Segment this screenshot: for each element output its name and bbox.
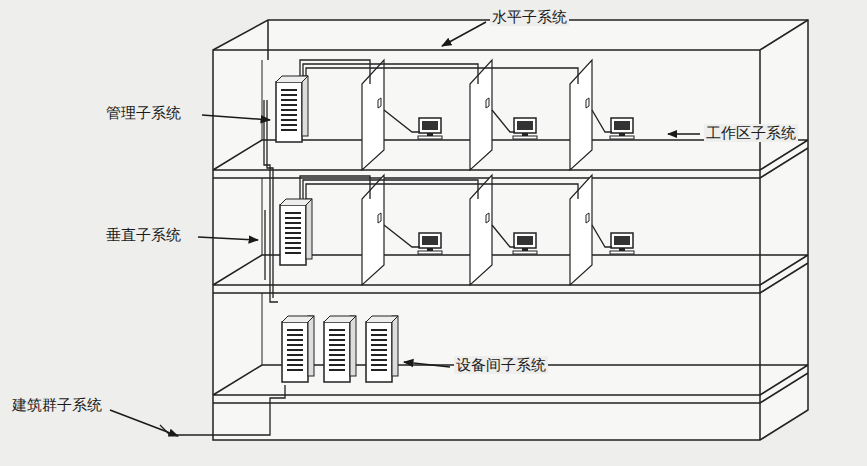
- callout-label: 建筑群子系统: [10, 396, 104, 414]
- callout-label: 管理子系统: [104, 104, 183, 122]
- callout-label: 水平子系统: [490, 8, 569, 26]
- callout-label: 工作区子系统: [704, 124, 798, 142]
- callout-label: 设备间子系统: [454, 356, 548, 374]
- callout-label: 垂直子系统: [104, 226, 183, 244]
